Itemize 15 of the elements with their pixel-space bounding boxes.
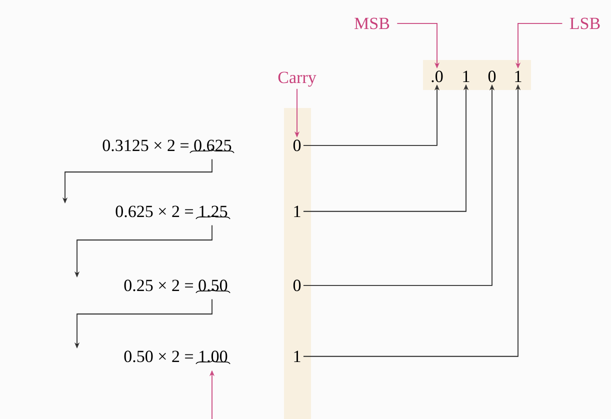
digit: 1 <box>463 70 470 82</box>
equation: 0.50 × 2 = 1.00 <box>124 350 228 362</box>
label-text: MSB <box>354 18 390 30</box>
digit: .0 <box>432 70 443 82</box>
label-text: LSB <box>570 18 600 30</box>
digit: 0 <box>293 280 301 292</box>
digit: 1 <box>294 350 300 362</box>
equation: 0.625 × 2 = 1.25 <box>116 206 228 218</box>
equation: 0.3125 × 2 = 0.625 <box>102 140 232 152</box>
digit: 1 <box>294 206 300 217</box>
digit: 0 <box>488 70 496 82</box>
equation: 0.25 × 2 = 0.50 <box>124 280 228 292</box>
label-text: Carry <box>278 72 316 87</box>
digit: 1 <box>515 70 522 82</box>
digit: 0 <box>293 140 301 152</box>
